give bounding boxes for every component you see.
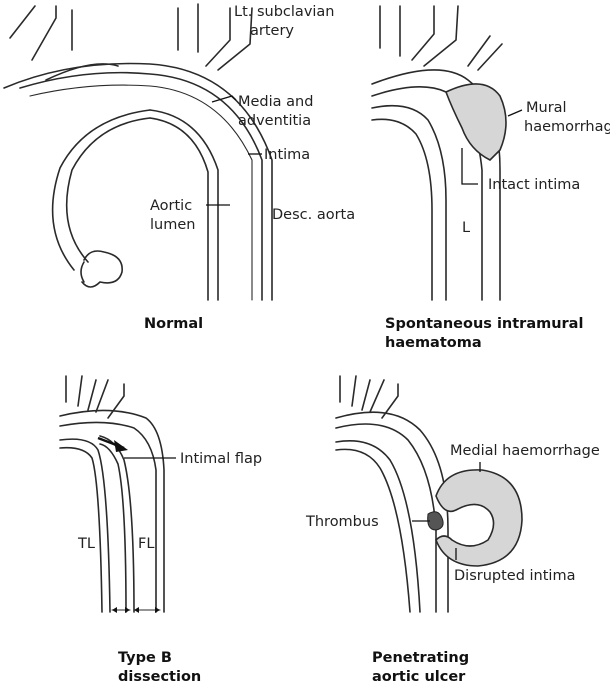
label-intact-intima: Intact intima [488, 177, 580, 193]
label-subclavian-line1: Lt. subclavian [234, 4, 335, 20]
label-intimal-flap: Intimal flap [180, 451, 262, 467]
caption-dissection-line2: dissection [118, 669, 201, 685]
label-desc-aorta: Desc. aorta [272, 207, 355, 223]
label-media-line1: Media and [238, 94, 313, 110]
label-subclavian-line2: artery [250, 23, 294, 39]
caption-dissection-line1: Type B [118, 650, 172, 666]
imh-aorta [372, 70, 506, 300]
label-aortic-lumen-line2: lumen [150, 217, 195, 233]
caption-normal: Normal [144, 316, 203, 332]
panel-type-b-dissection: Intimal flap TL FL Type B dissection [60, 376, 262, 685]
label-aortic-lumen-line1: Aortic [150, 198, 192, 214]
label-thrombus: Thrombus [305, 514, 379, 530]
caption-ulcer-line1: Penetrating [372, 650, 469, 666]
label-mural-line2: haemorrhage [524, 119, 610, 135]
imh-branches [380, 6, 502, 70]
mural-haemorrhage-shape [446, 84, 506, 160]
panel-normal: Lt. subclavian artery Media and adventit… [4, 4, 355, 332]
normal-aorta [4, 64, 272, 301]
medial-haemorrhage-shape [436, 470, 522, 566]
label-disrupted-intima: Disrupted intima [454, 568, 575, 584]
normal-branches [10, 4, 252, 80]
label-intima: Intima [264, 147, 310, 163]
label-mural-line1: Mural [526, 100, 567, 116]
panel-intramural-haematoma: Mural haemorrhage Intact intima L Sponta… [372, 6, 610, 351]
dissection-aorta [60, 410, 164, 613]
panel-penetrating-ulcer: Medial haemorrhage Thrombus Disrupted in… [305, 376, 600, 685]
label-lumen-l: L [462, 220, 470, 236]
label-media-line2: adventitia [238, 113, 311, 129]
caption-imh-line1: Spontaneous intramural [385, 316, 583, 332]
caption-ulcer-line2: aortic ulcer [372, 669, 466, 685]
label-medial-haemorrhage: Medial haemorrhage [450, 443, 600, 459]
caption-imh-line2: haematoma [385, 335, 482, 351]
label-false-lumen: FL [138, 536, 154, 552]
label-true-lumen: TL [77, 536, 95, 552]
